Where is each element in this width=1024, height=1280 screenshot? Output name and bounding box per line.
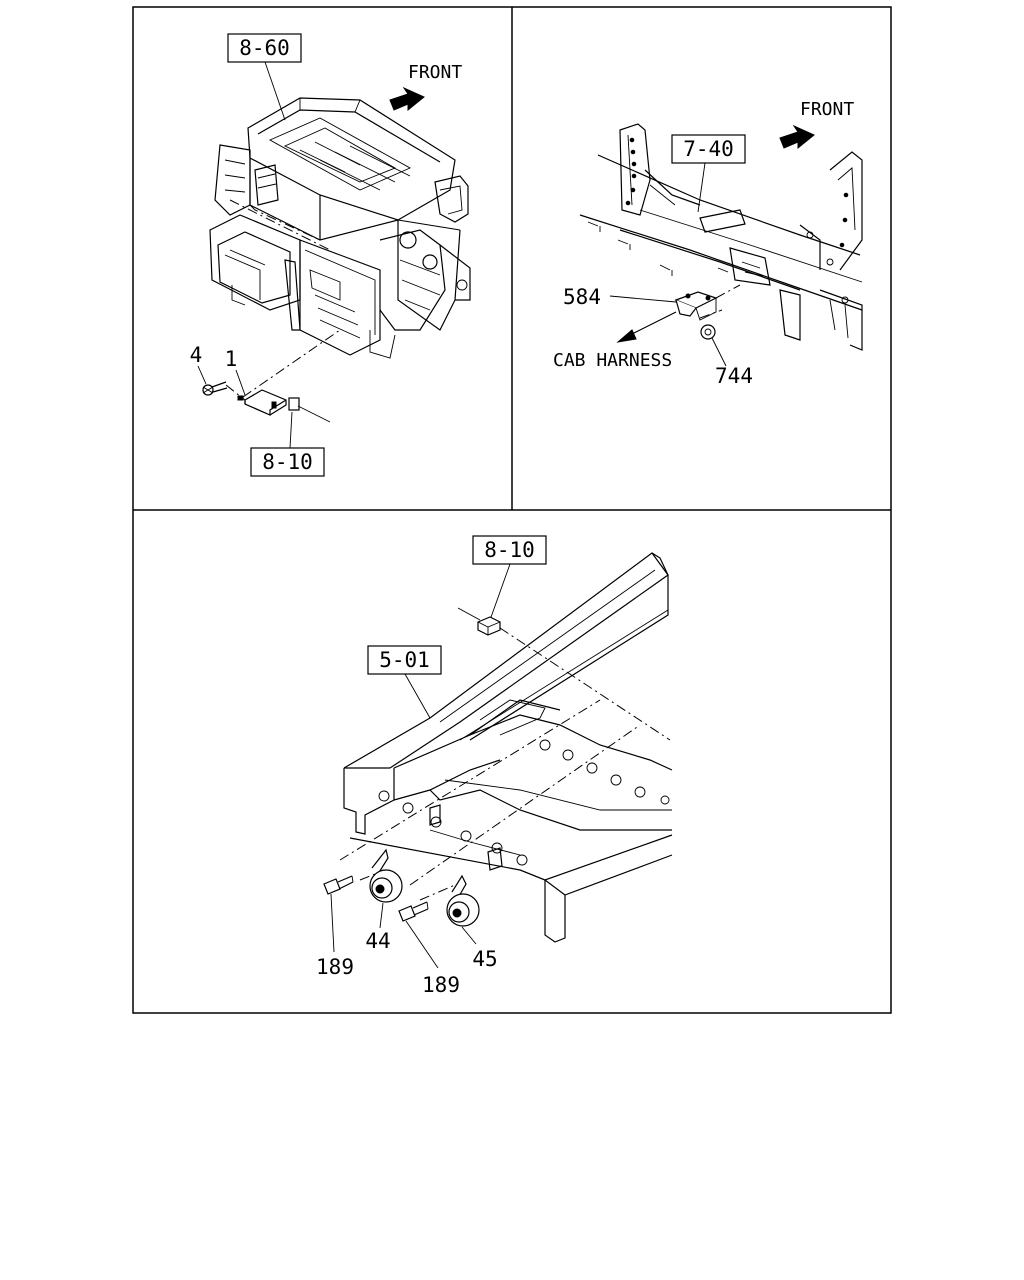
diagram-frame [132, 6, 892, 1014]
panel-horns: 8-10 5-01 [316, 535, 673, 997]
cab-frame-illustration [579, 123, 863, 351]
front-arrow-icon [779, 124, 815, 150]
front-label-heater: FRONT [408, 62, 462, 83]
part-label-bolt-left: 189 [316, 955, 354, 979]
horn-high-illustration[interactable] [446, 874, 480, 927]
part-label-nut: 744 [715, 364, 753, 388]
ref-box-chassis[interactable]: 5-01 [367, 645, 442, 675]
horn-low-illustration[interactable] [369, 848, 403, 903]
front-label-cab: FRONT [800, 99, 854, 120]
ref-box-cab-frame[interactable]: 7-40 [671, 134, 746, 164]
panel-cab-harness: FRONT 7-40 [553, 99, 863, 388]
cab-harness-label: CAB HARNESS [553, 350, 672, 371]
relay-illustration[interactable] [237, 389, 287, 416]
part-label-relay: 1 [225, 347, 238, 371]
ref-box-chassis-label: 5-01 [379, 648, 430, 672]
ref-box-harness[interactable]: 8-10 [250, 447, 325, 477]
ref-box-cab-frame-label: 7-40 [683, 137, 734, 161]
part-label-harness-bracket: 584 [563, 285, 601, 309]
nut-illustration[interactable] [700, 324, 716, 340]
harness-bracket-illustration[interactable] [674, 291, 718, 321]
ref-box-horn-harness-label: 8-10 [484, 538, 535, 562]
part-label-bolt-right: 189 [422, 973, 460, 997]
panel-heater-unit: 8-60 FRONT [190, 33, 471, 477]
bolt-right-illustration[interactable] [398, 901, 429, 922]
chassis-frame-illustration [343, 552, 673, 943]
cab-harness-arrow-icon [616, 311, 677, 343]
ref-box-harness-label: 8-10 [262, 450, 313, 474]
harness-plug-illustration [457, 607, 501, 636]
part-label-horn-high: 45 [472, 947, 497, 971]
heater-unit-illustration [209, 97, 471, 359]
ref-box-heater-unit-label: 8-60 [239, 36, 290, 60]
ref-box-heater-unit[interactable]: 8-60 [227, 33, 302, 63]
front-arrow-icon [389, 86, 425, 112]
screw-illustration[interactable] [202, 381, 228, 396]
harness-connector-illustration [288, 397, 331, 423]
bolt-left-illustration[interactable] [323, 875, 354, 895]
part-label-horn-low: 44 [365, 929, 390, 953]
part-label-screw: 4 [190, 343, 203, 367]
ref-box-horn-harness[interactable]: 8-10 [472, 535, 547, 565]
